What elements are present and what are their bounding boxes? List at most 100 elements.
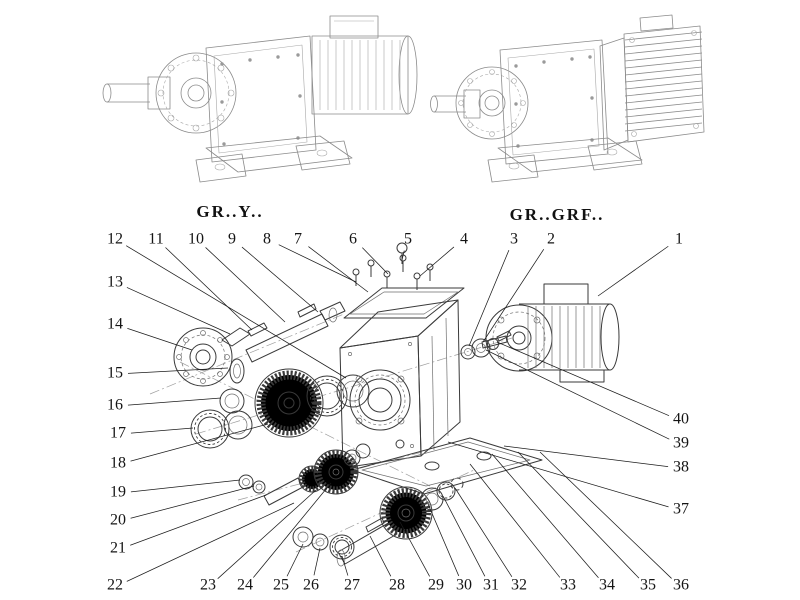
motor-terminal-box xyxy=(543,283,589,305)
callout-number-24: 24 xyxy=(237,577,253,594)
callout-number-9: 9 xyxy=(228,231,236,248)
base-slot-2 xyxy=(476,451,492,461)
callout-number-28: 28 xyxy=(389,577,405,594)
housing-front-face xyxy=(339,335,422,469)
callout-line-16 xyxy=(127,397,222,406)
callout-number-39: 39 xyxy=(673,435,689,452)
bearing-set-left xyxy=(190,388,253,449)
motor-assembly xyxy=(460,283,620,383)
housing-bore xyxy=(349,369,411,431)
callout-line-20 xyxy=(130,485,255,519)
callout-number-35: 35 xyxy=(640,577,656,594)
motor-foot xyxy=(559,369,605,383)
callout-number-16: 16 xyxy=(107,397,123,414)
callout-number-22: 22 xyxy=(107,577,123,594)
motor-body xyxy=(519,303,610,371)
callout-number-36: 36 xyxy=(673,577,689,594)
housing-cover xyxy=(343,287,465,319)
output-shaft-key xyxy=(365,517,385,533)
callout-line-6 xyxy=(362,247,389,275)
callout-number-40: 40 xyxy=(673,411,689,428)
variant-label-right: GR..GRF.. xyxy=(510,205,605,224)
callout-line-8 xyxy=(278,244,357,283)
intermediate-gear xyxy=(313,449,359,495)
callout-number-34: 34 xyxy=(599,577,615,594)
bearing-ring-2 xyxy=(336,374,370,408)
right-output-shaft-end xyxy=(430,95,438,113)
washer-6 xyxy=(292,526,314,548)
cover-bolts xyxy=(352,242,434,290)
callout-number-12: 12 xyxy=(107,231,123,248)
callout-number-13: 13 xyxy=(107,274,123,291)
callout-number-19: 19 xyxy=(110,484,126,501)
bearing-ring xyxy=(223,410,253,440)
callout-line-10 xyxy=(205,247,286,323)
callout-line-18 xyxy=(130,423,269,462)
callout-number-26: 26 xyxy=(303,577,319,594)
callout-number-20: 20 xyxy=(110,512,126,529)
callout-line-13 xyxy=(126,287,231,335)
callout-line-26 xyxy=(313,547,321,576)
callout-line-17 xyxy=(130,427,194,434)
callout-line-15 xyxy=(127,367,229,374)
callout-line-31 xyxy=(442,495,486,577)
callout-number-5: 5 xyxy=(404,231,412,248)
callout-line-11 xyxy=(165,247,253,331)
oil-seal xyxy=(229,358,245,384)
callout-line-39 xyxy=(485,349,670,440)
callout-line-30 xyxy=(427,503,460,577)
callout-line-40 xyxy=(496,341,670,417)
callout-line-35 xyxy=(517,451,640,579)
left-base xyxy=(205,135,353,173)
callout-number-8: 8 xyxy=(263,231,271,248)
input-shaft xyxy=(245,313,329,363)
right-motor-block xyxy=(623,25,705,143)
callout-number-2: 2 xyxy=(547,231,555,248)
spacer-ring xyxy=(219,388,245,414)
callout-number-11: 11 xyxy=(148,231,163,248)
washer-7 xyxy=(311,533,329,551)
ball-bearing xyxy=(190,409,230,449)
mounting-base xyxy=(351,437,543,495)
washer-2 xyxy=(471,338,491,358)
callout-number-7: 7 xyxy=(294,231,302,248)
left-output-shaft-end xyxy=(102,83,112,103)
callout-number-33: 33 xyxy=(560,577,576,594)
callout-number-37: 37 xyxy=(673,501,689,518)
output-shaft-assembly xyxy=(292,477,464,567)
large-gear xyxy=(254,368,324,438)
gear-set xyxy=(254,368,370,438)
callout-line-23 xyxy=(217,489,317,579)
callout-number-23: 23 xyxy=(200,577,216,594)
callout-line-2 xyxy=(482,248,545,343)
callout-line-37 xyxy=(447,441,669,508)
callout-number-29: 29 xyxy=(428,577,444,594)
variant-label-left: GR..Y.. xyxy=(196,202,263,221)
callout-line-24 xyxy=(253,482,332,578)
cover-plate xyxy=(221,327,251,347)
callout-line-34 xyxy=(491,453,599,578)
callout-number-14: 14 xyxy=(107,316,123,333)
callout-line-3 xyxy=(468,249,510,347)
callout-line-22 xyxy=(126,502,295,582)
callout-line-38 xyxy=(503,445,669,468)
callout-line-33 xyxy=(469,463,561,578)
output-shaft xyxy=(337,521,398,565)
callout-line-5 xyxy=(401,250,405,261)
left-terminal-box xyxy=(329,15,379,39)
exploded-view xyxy=(149,242,620,567)
input-shaft-assembly xyxy=(173,301,346,387)
callout-line-14 xyxy=(127,328,193,351)
right-flange xyxy=(455,66,529,140)
callout-number-27: 27 xyxy=(344,577,360,594)
callout-number-25: 25 xyxy=(273,577,289,594)
ring-1 xyxy=(343,449,361,467)
ball-bearing-3 xyxy=(329,534,355,560)
callout-number-1: 1 xyxy=(675,231,683,248)
gear-housing xyxy=(339,242,543,495)
callout-number-18: 18 xyxy=(110,455,126,472)
callout-number-31: 31 xyxy=(483,577,499,594)
callout-number-10: 10 xyxy=(188,231,204,248)
